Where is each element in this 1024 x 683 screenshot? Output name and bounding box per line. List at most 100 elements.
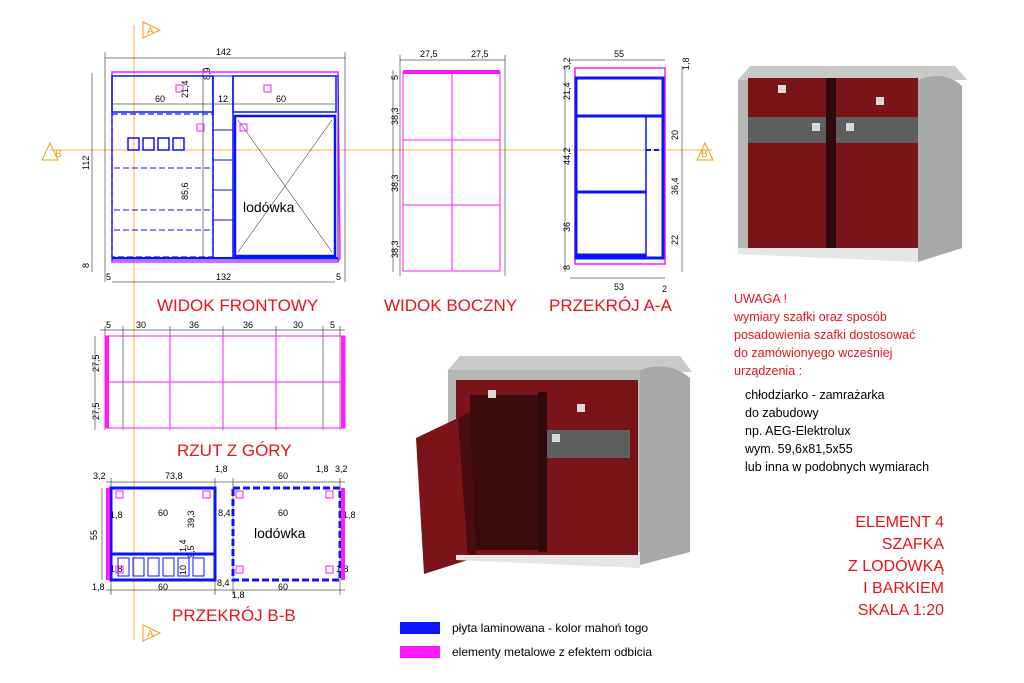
bb-dim-393: 39,3: [186, 510, 196, 528]
aa-dim-depth: 55: [614, 49, 624, 59]
bb-dim-738: 73,8: [165, 471, 183, 481]
fridge-label-bb: lodówka: [254, 525, 306, 541]
top-dim-30-right: 30: [293, 320, 303, 330]
side-dim-w2: 27,5: [471, 49, 489, 59]
note-line-2: posadowienia szafki dostosować: [734, 328, 916, 342]
aa-dim-r22: 22: [670, 235, 680, 245]
top-view-title: RZUT Z GÓRY: [177, 441, 292, 460]
note-line-3: do zamówionyego wcześniej: [734, 346, 893, 360]
front-dim-leg: 8: [81, 263, 91, 268]
section-aa-title: PRZEKRÓJ A-A: [549, 296, 672, 315]
bb-dim-18-right: 1,8: [343, 510, 356, 520]
metal-swatch: [400, 646, 440, 658]
note-line-4: urządzenia :: [734, 364, 803, 378]
aa-dim-drawer: 21,4: [562, 82, 572, 100]
front-dim-top: 8,9: [202, 67, 212, 80]
info-line-2: do zabudowy: [745, 406, 819, 420]
top-dim-36-right: 36: [243, 320, 253, 330]
aa-dim-base: 53: [614, 282, 624, 292]
front-view: 142 60 12 60 132 5 5 112 8 8,9 21,4 85,6: [81, 47, 346, 283]
legend-laminate: płyta laminowana - kolor mahoń togo: [400, 621, 648, 635]
legend-metal: elementy metalowe z efektem odbicia: [400, 645, 652, 659]
aa-dim-panel: 1,8: [681, 57, 691, 70]
top-dim-30-left: 30: [136, 320, 146, 330]
side-dim-w1: 27,5: [420, 49, 438, 59]
axis-markers: [41, 21, 714, 642]
aa-dim-mid: 44,2: [562, 147, 572, 165]
top-view: 5 30 36 36 30 5 27,5 27,5: [91, 320, 346, 430]
side-dim-h2: 38,3: [390, 174, 400, 192]
bb-dim-60-bottom-r: 60: [278, 582, 288, 592]
bb-dim-14: 1,4: [178, 539, 188, 552]
top-dim-36-left: 36: [189, 320, 199, 330]
info-line-5: lub inna w podobnych wymiarach: [745, 460, 930, 474]
aa-dim-2: 2: [662, 284, 667, 294]
axis-b-right-label: B: [701, 149, 708, 160]
front-dim-side-left: 5: [106, 272, 111, 282]
bb-dim-10: 10: [178, 565, 188, 575]
side-dim-top: 5: [390, 75, 400, 80]
front-dim-mid: 12: [218, 94, 228, 104]
bb-dim-55: 55: [89, 530, 99, 540]
fridge-label-front: lodówka: [243, 199, 295, 215]
note-title: UWAGA !: [734, 292, 788, 306]
top-dim-depth-lower: 27,5: [91, 402, 101, 420]
element-line-4: I BARKIEM: [863, 580, 944, 597]
note-line-1: wymiary szafki oraz sposób: [734, 310, 887, 324]
section-bb-view: 3,2 73,8 1,8 60 1,8 3,2 60 60 8,4 60 60 …: [89, 464, 356, 600]
side-dim-h1: 38,3: [390, 107, 400, 125]
info-line-3: np. AEG-Elektrolux: [745, 424, 851, 438]
info-line-1: chłodziarko - zamrażarka: [745, 388, 885, 402]
side-dim-h3: 38,3: [390, 240, 400, 258]
appliance-info: chłodziarko - zamrażarka do zabudowy np.…: [745, 386, 1005, 476]
top-dim-depth-upper: 27,5: [91, 354, 101, 372]
legend-metal-label: elementy metalowe z efektem odbicia: [452, 645, 653, 659]
axis-a-top-label: A: [147, 26, 154, 37]
side-view-title: WIDOK BOCZNY: [384, 296, 517, 315]
bb-dim-18-top-right: 1,8: [316, 464, 329, 474]
aa-dim-r364: 36,4: [670, 177, 680, 195]
aa-dim-top: 3,2: [562, 57, 572, 70]
section-bb-title: PRZEKRÓJ B-B: [172, 606, 296, 625]
bb-dim-84-bottom: 8,4: [217, 578, 230, 588]
front-dim-overall: 142: [216, 47, 231, 57]
front-dim-half-right: 60: [276, 94, 286, 104]
aa-dim-low: 36: [562, 222, 572, 232]
bb-dim-95: 9,5: [186, 545, 196, 558]
bb-dim-18-left-a: 1,8: [110, 510, 123, 520]
element-line-3: Z LODÓWKĄ: [847, 558, 944, 575]
cabinet-render-open: [416, 356, 692, 574]
cabinet-render-closed: [738, 66, 967, 263]
front-dim-drawer: 21,4: [180, 80, 190, 98]
bb-dim-60-inner-r: 60: [278, 508, 288, 518]
bb-dim-60-top: 60: [278, 471, 288, 481]
info-line-4: wym. 59,6x81,5x55: [745, 442, 853, 456]
aa-dim-leg: 8: [562, 265, 572, 270]
bb-dim-60-bottom-l: 60: [158, 582, 168, 592]
front-dim-body: 85,6: [180, 182, 190, 200]
element-line-2: SZAFKA: [881, 536, 944, 553]
front-dim-side-right: 5: [336, 272, 341, 282]
bb-dim-32-left: 3,2: [93, 471, 106, 481]
element-line-1: ELEMENT 4: [855, 514, 944, 531]
legend-laminate-label: płyta laminowana - kolor mahoń togo: [452, 621, 649, 635]
aa-dim-r20: 20: [670, 130, 680, 140]
bb-dim-32-right: 3,2: [335, 464, 348, 474]
bb-dim-84-top: 8,4: [218, 508, 231, 518]
element-title: ELEMENT 4 SZAFKA Z LODÓWKĄ I BARKIEM SKA…: [800, 512, 944, 622]
top-dim-5-right: 5: [330, 320, 335, 330]
front-dim-half-left: 60: [155, 94, 165, 104]
element-line-5: SKALA 1:20: [857, 602, 944, 619]
top-dim-5-left: 5: [106, 320, 111, 330]
bb-dim-18-bottom-mid: 1,8: [232, 590, 245, 600]
warning-note: UWAGA ! wymiary szafki oraz sposób posad…: [734, 290, 984, 380]
front-dim-height: 112: [81, 156, 91, 170]
front-dim-inner: 132: [216, 272, 231, 282]
laminate-swatch: [400, 622, 440, 634]
front-view-title: WIDOK FRONTOWY: [157, 296, 318, 315]
section-aa-view: 55 53 2 3,2 21,4 44,2 36 8 20 36,4 22 1,…: [562, 49, 691, 294]
axis-a-bottom-label: A: [147, 629, 154, 640]
side-view: 27,5 27,5 5 38,3 38,3 38,3: [390, 49, 506, 276]
axis-b-left-label: B: [55, 149, 62, 160]
